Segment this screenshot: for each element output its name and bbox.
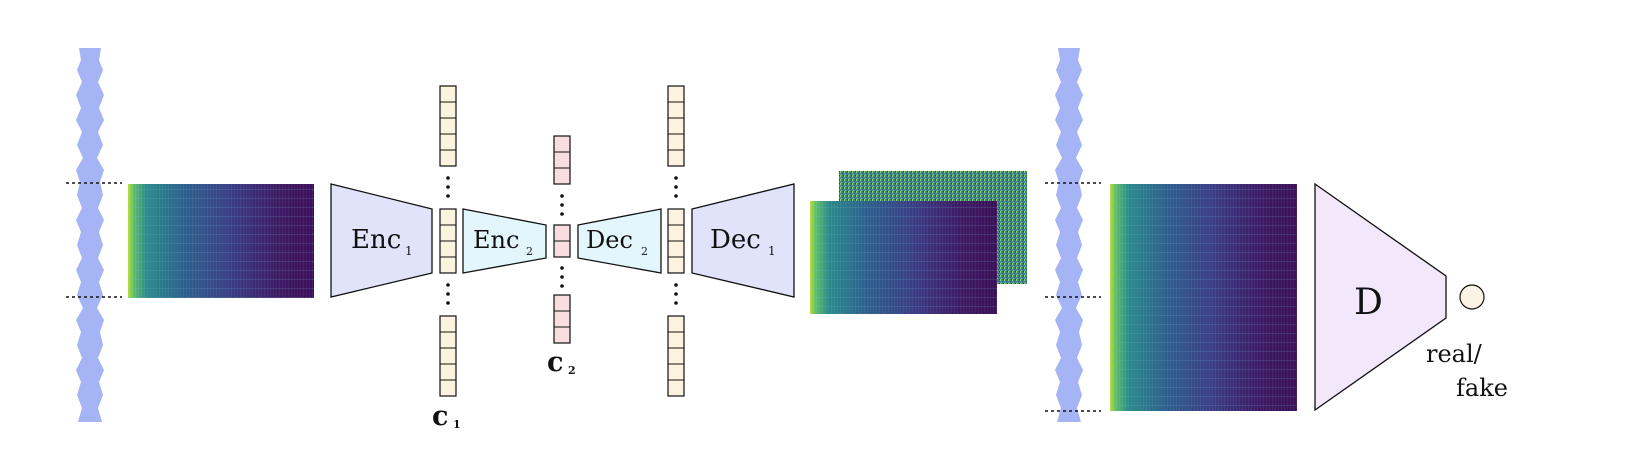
input-waveform [76, 48, 104, 422]
code-c1-subscript: 1 [453, 418, 461, 431]
code-c1-top-segment [439, 85, 457, 167]
input-waveform-shape [76, 48, 104, 422]
code-dec-dots-lower [674, 283, 678, 305]
decoder-1-subscript: 1 [768, 244, 776, 258]
decoder-2-label: Dec [586, 226, 633, 254]
code-c2-dots-upper [560, 194, 564, 216]
discriminator-waveform-shape [1055, 48, 1083, 422]
discriminator-block: D [1314, 182, 1447, 412]
code-c2-bottom-segment [553, 294, 571, 344]
code-c2-top-segment [553, 135, 571, 185]
encoder-2-subscript: 2 [526, 245, 533, 258]
output-label-line1: real/ [1426, 340, 1483, 368]
code-vector-c2: c 2 [547, 135, 576, 378]
code-c1-dots-lower [446, 283, 450, 305]
reconstructed-spectrogram [810, 201, 997, 314]
code-c1-dots-upper [446, 176, 450, 198]
code-c2-label: c [547, 347, 563, 378]
discriminator-input-waveform [1055, 48, 1083, 422]
encoder-1-label: Enc [351, 225, 401, 255]
code-dec-top-segment [667, 85, 685, 167]
decoder-2-subscript: 2 [641, 245, 648, 258]
code-c1-bottom-segment [439, 315, 457, 397]
encoder-2-block: Enc 2 [462, 208, 547, 274]
encoder-1-subscript: 1 [405, 244, 413, 258]
code-c1-mid-segment [439, 208, 457, 274]
decoder-2-block: Dec 2 [577, 208, 662, 274]
encoder-2-label: Enc [473, 226, 519, 254]
code-dec-mid-segment [667, 208, 685, 274]
decoder-1-block: Dec 1 [691, 183, 795, 298]
code-c2-mid-segment [553, 224, 571, 258]
output-node [1459, 284, 1485, 310]
discriminator-spectrogram [1110, 184, 1297, 411]
code-vector-c1: c 1 [432, 85, 461, 432]
code-c2-dots-lower [560, 266, 564, 288]
input-spectrogram [128, 184, 314, 298]
decoder-1-label: Dec [710, 225, 761, 255]
code-vector-decoder-side [667, 85, 685, 397]
output-label-line2: fake [1456, 374, 1508, 402]
code-dec-dots-upper [674, 176, 678, 198]
code-dec-bottom-segment [667, 315, 685, 397]
discriminator-label: D [1354, 282, 1383, 323]
code-c2-subscript: 2 [568, 364, 576, 377]
encoder-1-block: Enc 1 [330, 183, 433, 298]
code-c1-label: c [432, 401, 448, 432]
